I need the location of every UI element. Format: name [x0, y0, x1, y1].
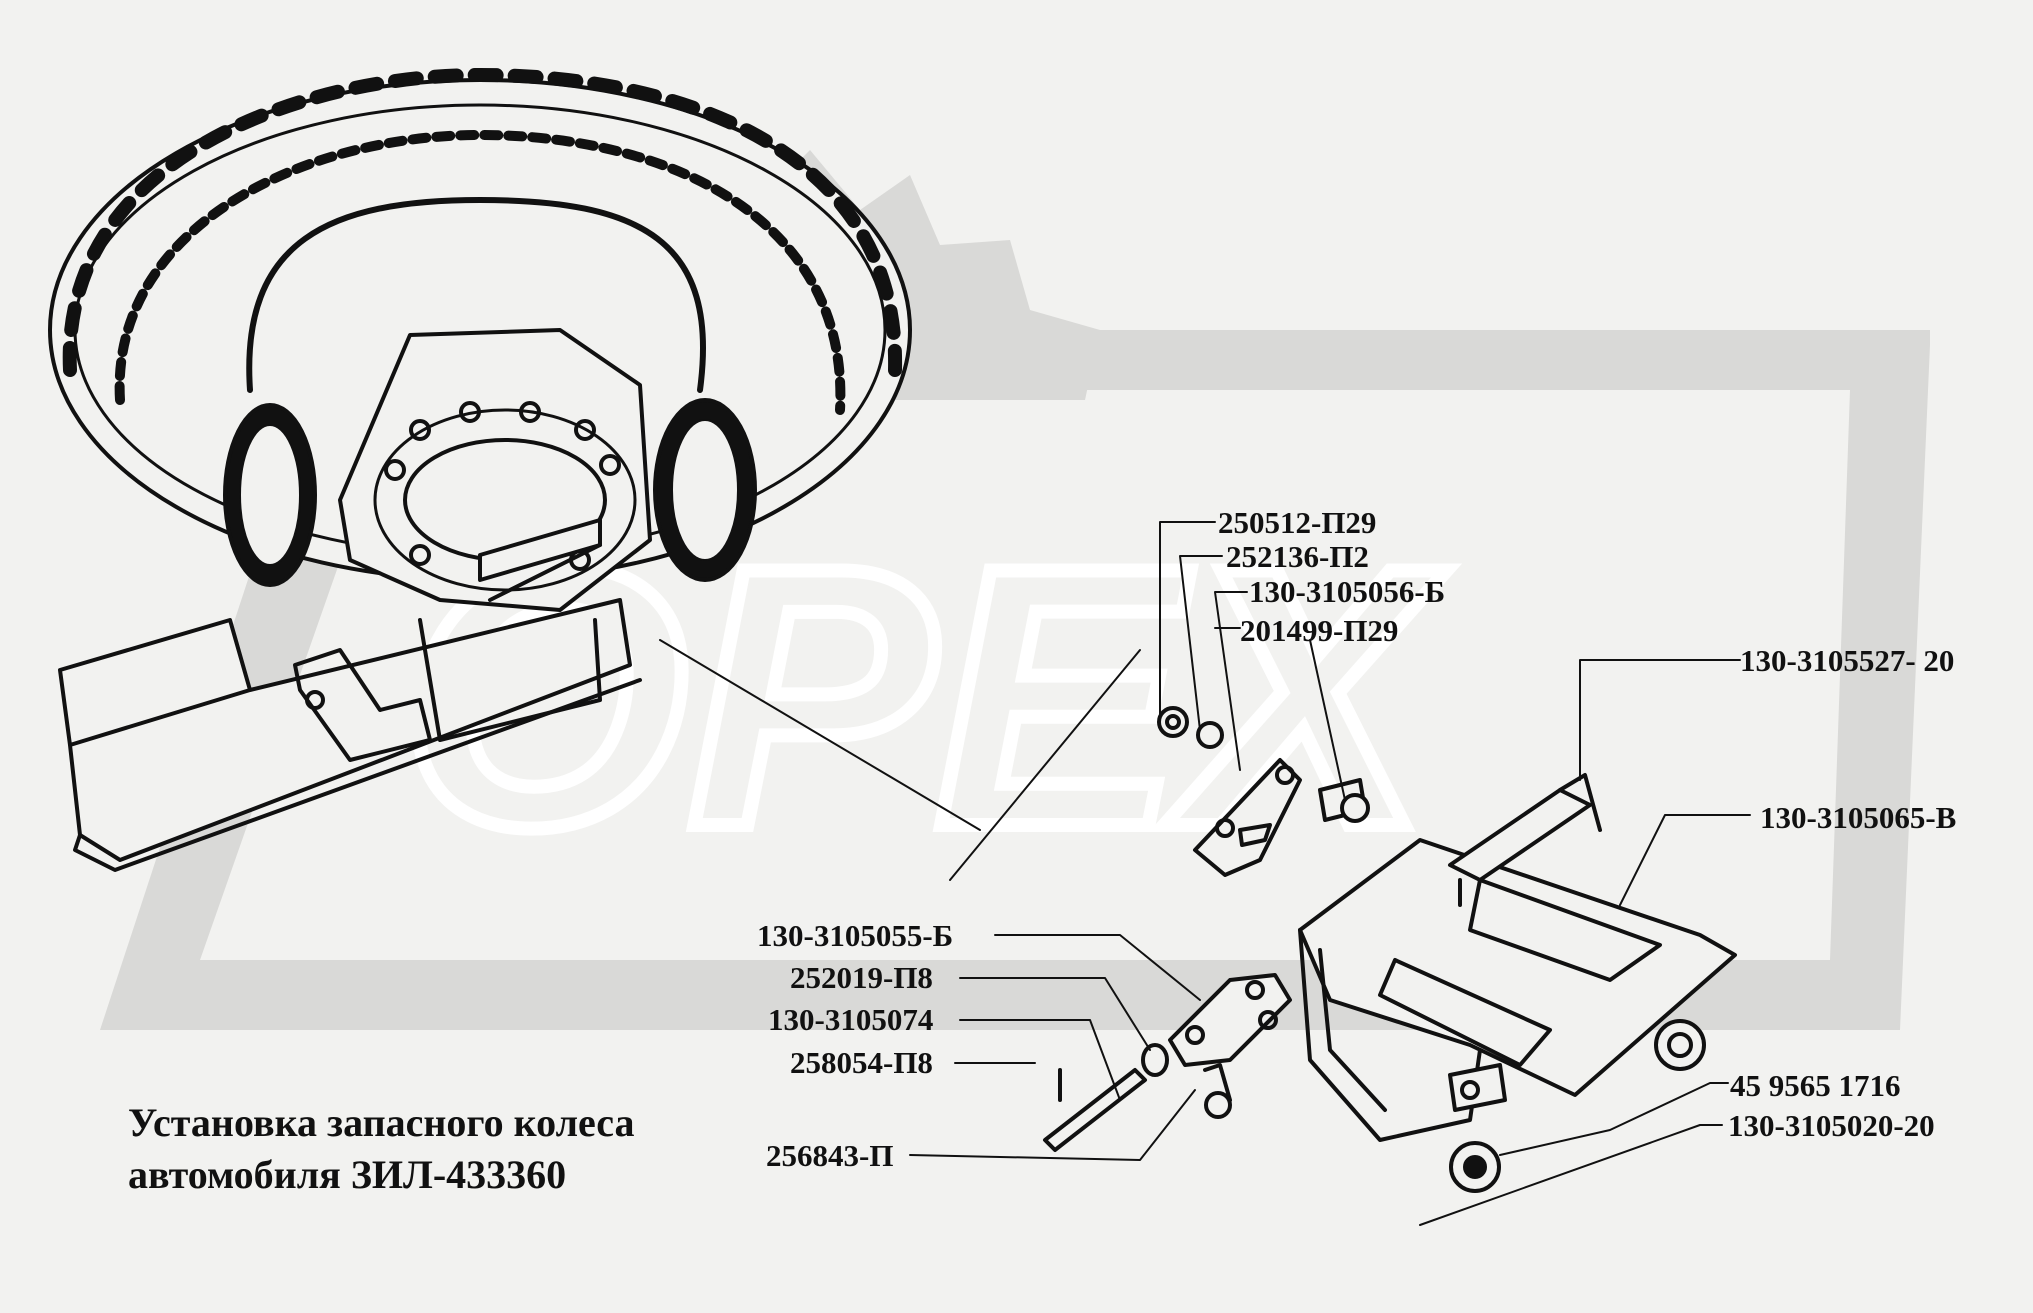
spare-tire — [48, 68, 912, 587]
label-45-9565-1716: 45 9565 1716 — [1730, 1068, 1901, 1103]
frame-rail — [58, 598, 632, 862]
assembly-drawing — [48, 68, 1751, 1226]
tire-sidewall — [114, 130, 846, 415]
watermark-frame — [100, 330, 1930, 1030]
frame-rail-flange — [73, 678, 642, 872]
leader-line — [949, 649, 1141, 881]
label-130-3105020-20: 130-3105020-20 — [1728, 1108, 1935, 1143]
leader-line — [659, 639, 981, 831]
label-130-3105055-b: 130-3105055-Б — [757, 918, 954, 953]
label-130-3105065-v: 130-3105065-В — [1760, 800, 1957, 835]
label-258054-p8: 258054-П8 — [790, 1045, 933, 1080]
tire-inner-ring — [246, 197, 707, 393]
label-201499-p29: 201499-П29 — [1240, 613, 1399, 648]
bracket-assembly — [1298, 773, 1737, 1142]
label-250512-p29: 250512-П29 — [1218, 505, 1377, 540]
fasteners-lower — [1043, 973, 1706, 1193]
diagram-caption: Установка запасного колеса автомобиля ЗИ… — [128, 1097, 635, 1201]
caption-line-1: Установка запасного колеса — [128, 1100, 635, 1145]
label-252136-p2: 252136-П2 — [1226, 539, 1369, 574]
label-252019-p8: 252019-П8 — [790, 960, 933, 995]
fasteners-upper — [1157, 706, 1370, 877]
caption-line-2: автомобиля ЗИЛ-433360 — [128, 1152, 567, 1197]
label-130-3105056-b: 130-3105056-Б — [1249, 574, 1446, 609]
label-leaders — [909, 521, 1751, 1226]
label-130-3105527-20: 130-3105527- 20 — [1740, 643, 1955, 678]
label-130-3105074: 130-3105074 — [768, 1002, 934, 1037]
tire-tread — [62, 68, 903, 377]
label-256843-p: 256843-П — [766, 1138, 894, 1173]
wheel-disc — [338, 328, 652, 612]
